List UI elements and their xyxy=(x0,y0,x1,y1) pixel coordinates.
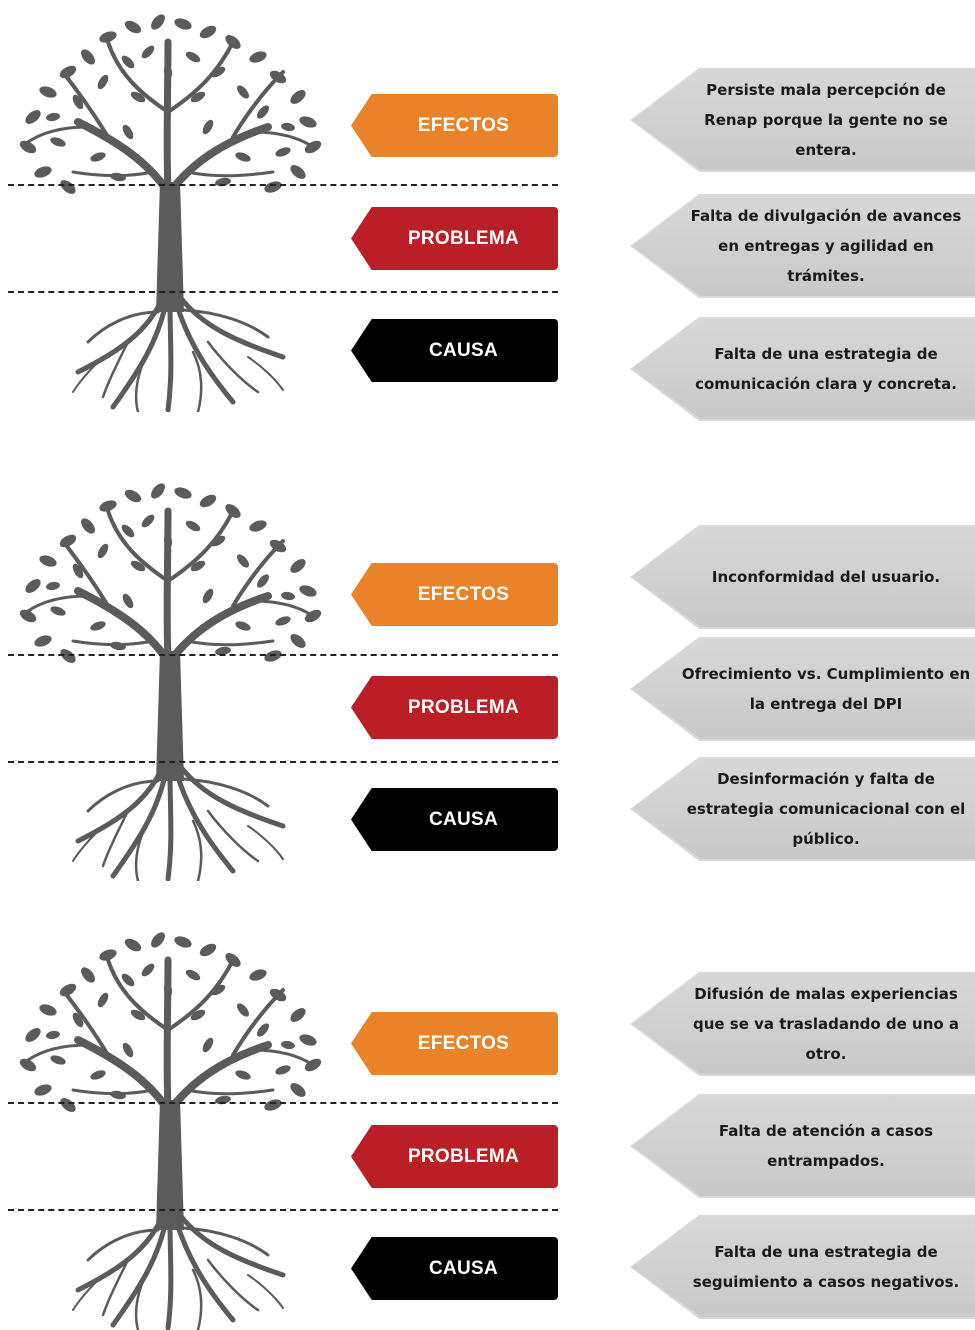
divider-line xyxy=(8,654,558,656)
tree-icon xyxy=(8,481,328,881)
problema-card: Ofrecimiento vs. Cumplimiento en la entr… xyxy=(630,637,975,741)
divider-line xyxy=(8,291,558,293)
efectos-tag: EFECTOS xyxy=(351,1012,558,1075)
causa-card: Desinformación y falta de estrategia com… xyxy=(630,757,975,861)
causa-card: Falta de una estrategia de seguimiento a… xyxy=(630,1215,975,1319)
causa-card: Falta de una estrategia de comunicación … xyxy=(630,317,975,421)
efecto-card: Persiste mala percepción de Renap porque… xyxy=(630,68,975,172)
causa-tag: CAUSA xyxy=(351,1237,558,1300)
causa-text: Falta de una estrategia de seguimiento a… xyxy=(692,1243,960,1291)
efectos-tag: EFECTOS xyxy=(351,94,558,157)
problema-tag: PROBLEMA xyxy=(351,207,558,270)
problema-text: Falta de divulgación de avances en entre… xyxy=(690,207,962,285)
causa-tag: CAUSA xyxy=(351,319,558,382)
problema-tag: PROBLEMA xyxy=(351,676,558,739)
tree-icon xyxy=(8,930,328,1330)
efecto-text: Inconformidad del usuario. xyxy=(711,568,941,586)
divider-line xyxy=(8,1209,558,1211)
diagram-3: EFECTOS PROBLEMA CAUSA Difusión de malas… xyxy=(0,930,975,1322)
problema-text: Falta de atención a casos entrampados. xyxy=(718,1122,934,1170)
divider-line xyxy=(8,184,558,186)
efecto-card: Inconformidad del usuario. xyxy=(630,525,975,629)
problema-text: Ofrecimiento vs. Cumplimiento en la entr… xyxy=(681,665,971,713)
problema-card: Falta de atención a casos entrampados. xyxy=(630,1094,975,1198)
tree-icon xyxy=(8,12,328,412)
divider-line xyxy=(8,1102,558,1104)
efecto-text: Difusión de malas experiencias que se va… xyxy=(692,985,960,1063)
divider-line xyxy=(8,761,558,763)
causa-text: Falta de una estrategia de comunicación … xyxy=(695,345,957,393)
efecto-card: Difusión de malas experiencias que se va… xyxy=(630,972,975,1076)
diagram-2: EFECTOS PROBLEMA CAUSA Inconformidad del… xyxy=(0,481,975,881)
diagram-1: EFECTOS PROBLEMA CAUSA Persiste mala per… xyxy=(0,12,975,421)
problema-tag: PROBLEMA xyxy=(351,1125,558,1188)
causa-text: Desinformación y falta de estrategia com… xyxy=(686,770,966,848)
problema-card: Falta de divulgación de avances en entre… xyxy=(630,194,975,298)
efectos-tag: EFECTOS xyxy=(351,563,558,626)
efecto-text: Persiste mala percepción de Renap porque… xyxy=(704,81,948,159)
causa-tag: CAUSA xyxy=(351,788,558,851)
